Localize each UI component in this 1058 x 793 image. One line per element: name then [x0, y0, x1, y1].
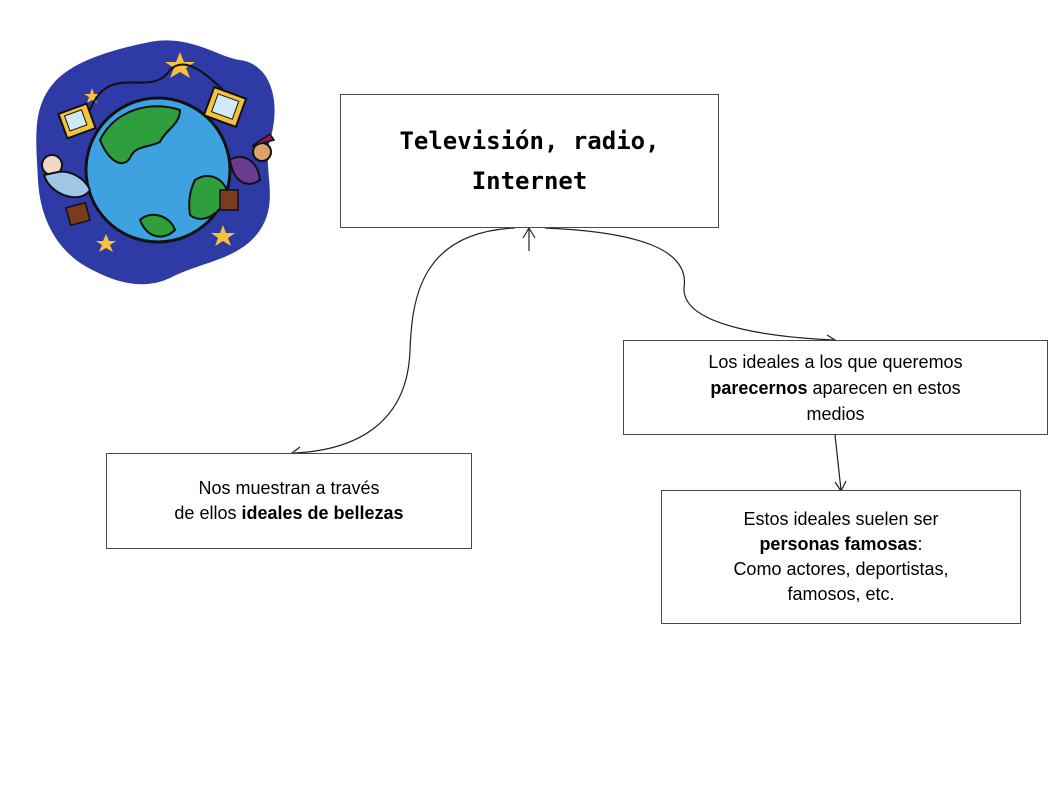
connector-main-to-right	[545, 228, 834, 340]
main-topic-line1: Televisión, radio,	[399, 121, 659, 161]
ideals-media-line3: medios	[708, 401, 962, 427]
famous-people-line2-plain: :	[918, 534, 923, 554]
beauty-ideals-line1: Nos muestran a través	[174, 476, 403, 501]
beauty-ideals-line2-bold: ideales de bellezas	[241, 503, 403, 523]
ideals-media-box: Los ideales a los que queremos parecerno…	[623, 340, 1048, 435]
main-topic-box: Televisión, radio, Internet	[340, 94, 719, 228]
ideals-media-line2-bold: parecernos	[710, 378, 807, 398]
connector-main-to-left	[294, 228, 515, 453]
famous-people-line1: Estos ideales suelen ser	[733, 507, 948, 532]
ideals-media-line1: Los ideales a los que queremos	[708, 349, 962, 375]
beauty-ideals-line2-plain: de ellos	[174, 503, 241, 523]
famous-people-line2: personas famosas:	[733, 532, 948, 557]
beauty-ideals-box: Nos muestran a través de ellos ideales d…	[106, 453, 472, 549]
connector-right-to-bottom	[835, 435, 841, 490]
famous-people-box: Estos ideales suelen ser personas famosa…	[661, 490, 1021, 624]
ideals-media-line2: parecernos aparecen en estos	[708, 375, 962, 401]
famous-people-line4: famosos, etc.	[733, 582, 948, 607]
famous-people-line3: Como actores, deportistas,	[733, 557, 948, 582]
famous-people-line2-bold: personas famosas	[759, 534, 917, 554]
main-topic-line2: Internet	[399, 161, 659, 201]
beauty-ideals-line2: de ellos ideales de bellezas	[174, 501, 403, 526]
ideals-media-line2-plain: aparecen en estos	[807, 378, 960, 398]
